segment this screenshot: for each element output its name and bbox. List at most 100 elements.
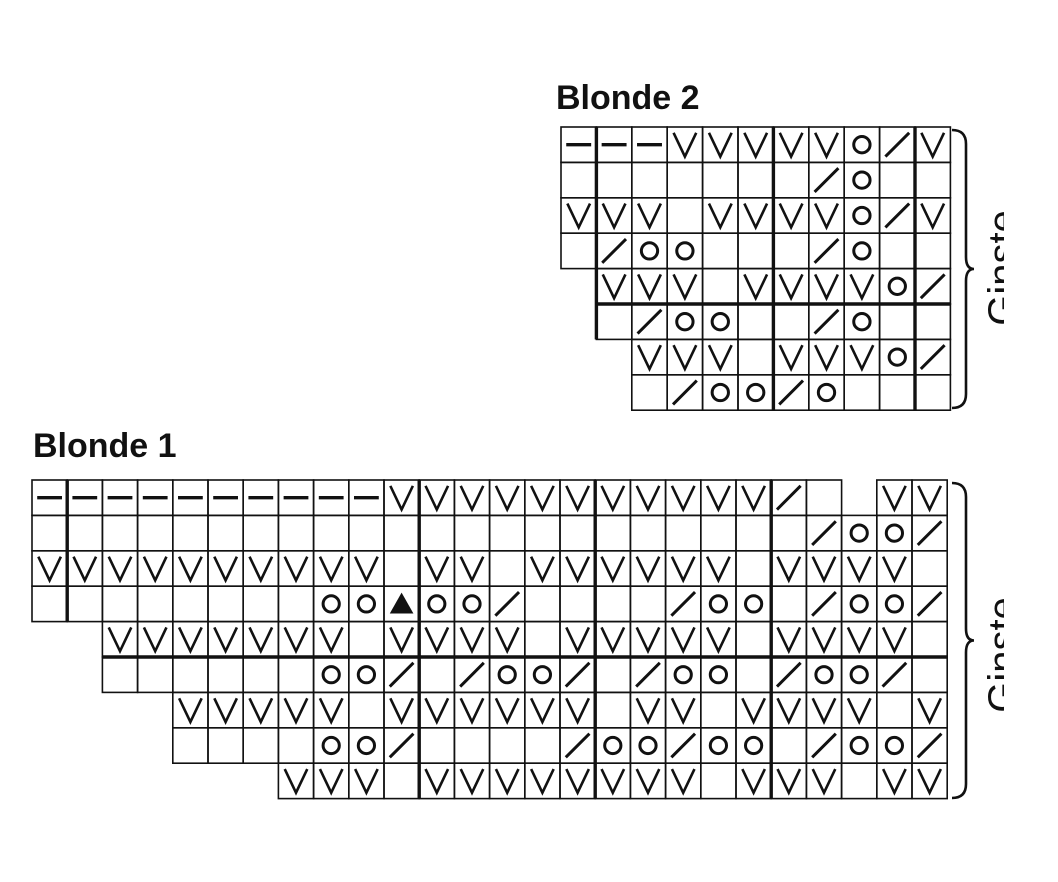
blonde-1-grid bbox=[31, 479, 949, 800]
v-stitch-icon bbox=[283, 626, 309, 655]
v-stitch-icon bbox=[636, 273, 663, 302]
chart-cell bbox=[772, 232, 810, 270]
chart-title-blonde-1: Blonde 1 bbox=[33, 427, 177, 465]
v-stitch-icon bbox=[353, 768, 379, 796]
v-stitch-icon bbox=[707, 132, 733, 160]
v-stitch-icon bbox=[565, 697, 591, 725]
v-stitch-icon bbox=[778, 203, 804, 231]
chart-cell bbox=[594, 656, 632, 694]
circle-stitch-icon bbox=[462, 594, 482, 614]
chart-cell bbox=[699, 585, 737, 623]
triangle-stitch-icon bbox=[389, 592, 414, 614]
v-stitch-icon bbox=[601, 203, 627, 231]
chart-cell bbox=[66, 585, 104, 623]
v-stitch-icon bbox=[776, 626, 802, 655]
circle-stitch-icon bbox=[710, 382, 730, 403]
v-stitch-icon bbox=[494, 697, 520, 725]
circle-stitch-icon bbox=[849, 523, 869, 543]
chart-cell bbox=[488, 549, 526, 587]
slash-stitch-icon bbox=[813, 167, 840, 194]
slash-stitch-icon bbox=[884, 202, 911, 229]
slash-stitch-icon bbox=[811, 591, 837, 617]
v-stitch-icon bbox=[600, 626, 626, 655]
v-stitch-icon bbox=[743, 203, 769, 231]
v-stitch-icon bbox=[389, 626, 415, 655]
v-stitch-icon bbox=[670, 626, 696, 655]
slash-stitch-icon bbox=[670, 591, 697, 617]
chart-cell bbox=[840, 585, 878, 623]
ginste-label: Ginste bbox=[981, 597, 1025, 713]
circle-stitch-icon bbox=[708, 665, 729, 685]
slash-stitch-icon bbox=[564, 661, 591, 688]
v-stitch-icon bbox=[529, 697, 555, 725]
v-stitch-icon bbox=[670, 697, 696, 725]
chart-cell bbox=[843, 303, 881, 341]
slash-stitch-icon bbox=[919, 344, 946, 371]
v-stitch-icon bbox=[318, 768, 344, 796]
slash-stitch-icon bbox=[388, 661, 415, 688]
v-stitch-icon bbox=[107, 556, 133, 584]
v-stitch-icon bbox=[459, 485, 485, 513]
chart-cell bbox=[735, 549, 773, 587]
chart-cell bbox=[914, 161, 952, 199]
chart-cell bbox=[277, 514, 315, 552]
chart-cell bbox=[807, 373, 845, 411]
v-stitch-icon bbox=[635, 485, 661, 513]
slash-stitch-icon bbox=[813, 237, 840, 264]
chart-cell bbox=[699, 726, 737, 764]
chart-cell bbox=[840, 762, 878, 800]
chart-cell bbox=[911, 620, 949, 658]
chart-cell bbox=[875, 726, 913, 764]
v-stitch-icon bbox=[672, 273, 698, 302]
chart-cell bbox=[101, 656, 139, 694]
chart-cell bbox=[840, 656, 878, 694]
chart-cell bbox=[418, 585, 456, 623]
chart-cell bbox=[737, 373, 775, 411]
chart-cell bbox=[277, 585, 315, 623]
chart-cell bbox=[914, 303, 952, 341]
v-stitch-icon bbox=[636, 344, 663, 373]
v-stitch-icon bbox=[177, 626, 203, 655]
v-stitch-icon bbox=[741, 768, 767, 796]
chart-cell bbox=[843, 197, 881, 235]
chart-cell bbox=[737, 303, 775, 341]
chart-cell bbox=[843, 373, 881, 411]
slash-stitch-icon bbox=[881, 661, 908, 688]
v-stitch-icon bbox=[424, 697, 450, 725]
circle-stitch-icon bbox=[356, 665, 377, 685]
chart-cell bbox=[911, 762, 949, 800]
v-stitch-icon bbox=[213, 556, 239, 584]
circle-stitch-icon bbox=[887, 347, 907, 367]
chart-cell bbox=[875, 691, 913, 729]
slash-stitch-icon bbox=[459, 661, 485, 688]
v-stitch-icon bbox=[565, 485, 591, 513]
chart-cell bbox=[666, 161, 704, 199]
chart-cell bbox=[701, 232, 739, 270]
v-stitch-icon bbox=[424, 768, 450, 796]
chart-cell bbox=[735, 620, 773, 658]
circle-stitch-icon bbox=[743, 594, 764, 614]
v-stitch-icon bbox=[213, 697, 239, 725]
slash-stitch-icon bbox=[916, 732, 943, 759]
chart-cell bbox=[914, 373, 952, 411]
chart-cell bbox=[911, 549, 949, 587]
chart-cell bbox=[312, 514, 350, 552]
circle-stitch-icon bbox=[887, 276, 907, 296]
chart-cell bbox=[735, 514, 773, 552]
v-stitch-icon bbox=[213, 626, 239, 655]
v-stitch-icon bbox=[881, 556, 907, 584]
v-stitch-icon bbox=[318, 697, 344, 725]
circle-stitch-icon bbox=[356, 594, 377, 614]
chart-cell bbox=[559, 585, 597, 623]
circle-stitch-icon bbox=[852, 241, 872, 261]
chart-cell bbox=[136, 514, 174, 552]
chart-cell bbox=[383, 514, 421, 552]
v-stitch-icon bbox=[811, 556, 837, 584]
v-stitch-icon bbox=[600, 768, 626, 796]
v-stitch-icon bbox=[846, 556, 872, 584]
circle-stitch-icon bbox=[814, 665, 834, 685]
v-stitch-icon bbox=[670, 556, 696, 584]
chart-cell bbox=[737, 338, 775, 376]
chart-cell bbox=[878, 373, 916, 411]
